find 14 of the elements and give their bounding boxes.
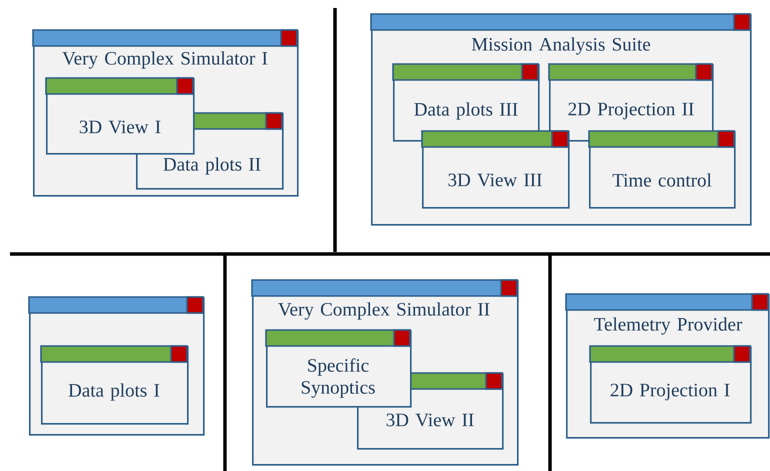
window-title: 3D View II xyxy=(386,414,474,426)
window-title: Very Complex Simulator II xyxy=(278,302,490,320)
window-title: 2D Projection I xyxy=(610,384,730,400)
window-title: Very Complex Simulator I xyxy=(62,51,268,69)
window-title: Telemetry Provider xyxy=(594,317,742,335)
window-title: 3D View I xyxy=(80,120,160,134)
window-title: 3D View III xyxy=(448,174,542,186)
window-title: Specific Synoptics xyxy=(302,358,375,398)
window-title: Time control xyxy=(612,173,712,187)
window-title: Data plots III xyxy=(414,102,518,120)
window-title: Data plots I xyxy=(68,383,160,401)
window-title: Data plots II xyxy=(163,157,260,175)
window-title: 2D Projection II xyxy=(568,102,694,120)
window-title: Mission Analysis Suite xyxy=(472,37,650,55)
